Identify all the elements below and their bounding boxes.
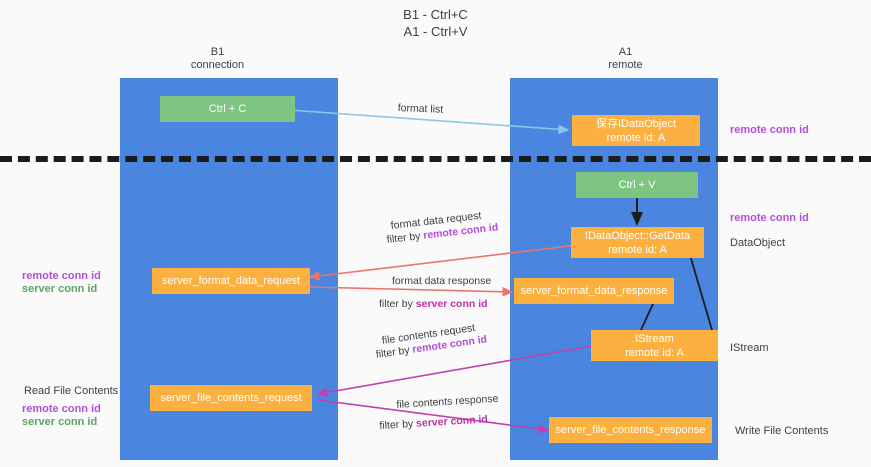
filter-prefix: filter by (386, 229, 425, 246)
side-label-remote-conn-id-top: remote conn id (730, 124, 809, 136)
side-label-left-server-conn-id-mid: server conn id (22, 283, 98, 295)
lane-title-a1: A1 remote (608, 46, 643, 71)
filter-prefix: filter by (379, 298, 416, 310)
side-label-write-file-contents: Write File Contents (735, 425, 829, 437)
node-server-file-contents-response[interactable]: server_file_contents_response (549, 417, 712, 443)
filter-prefix: filter by (375, 343, 414, 361)
edge-label-file-contents-response-filter: filter by server conn id (379, 412, 488, 433)
side-label-read-file-contents: Read File Contents (24, 385, 119, 397)
node-idataobject-getdata[interactable]: IDataObject::GetData remote id: A (571, 227, 704, 258)
side-label-istream: IStream (730, 342, 769, 354)
side-label-left-remote-conn-id-mid: remote conn id (22, 270, 101, 282)
side-label-left-remote-conn-id-bottom: remote conn id (22, 403, 101, 415)
side-label-remote-conn-id-mid: remote conn id (730, 212, 809, 224)
filter-prefix: filter by (379, 417, 417, 432)
side-label-left-server-conn-id-bottom: server conn id (22, 416, 98, 428)
node-istream[interactable]: IStream remote id: A (591, 330, 718, 361)
edge-label-format-data-response-filter: filter by server conn id (379, 297, 488, 311)
filter-key-server-conn-id: server conn id (415, 413, 489, 430)
diagram-title: B1 - Ctrl+C A1 - Ctrl+V (403, 7, 468, 39)
node-server-file-contents-request[interactable]: server_file_contents_request (150, 385, 312, 411)
node-server-format-data-response[interactable]: server_format_data_response (514, 278, 674, 304)
lane-title-b1: B1 connection (190, 46, 245, 71)
node-save-idataobject[interactable]: 保存IDataObject remote id: A (572, 115, 700, 146)
node-server-format-data-request[interactable]: server_format_data_request (152, 268, 310, 294)
edge-label-format-data-response: format data response (392, 275, 492, 287)
edge-label-format-list: format list (397, 101, 444, 116)
edge-label-file-contents-response: file contents response (396, 392, 499, 411)
filter-key-server-conn-id: server conn id (415, 298, 488, 310)
node-ctrl-v[interactable]: Ctrl + V (576, 172, 698, 198)
side-label-dataobject: DataObject (730, 237, 786, 249)
node-ctrl-c[interactable]: Ctrl + C (160, 96, 295, 122)
phase-divider (0, 156, 871, 162)
